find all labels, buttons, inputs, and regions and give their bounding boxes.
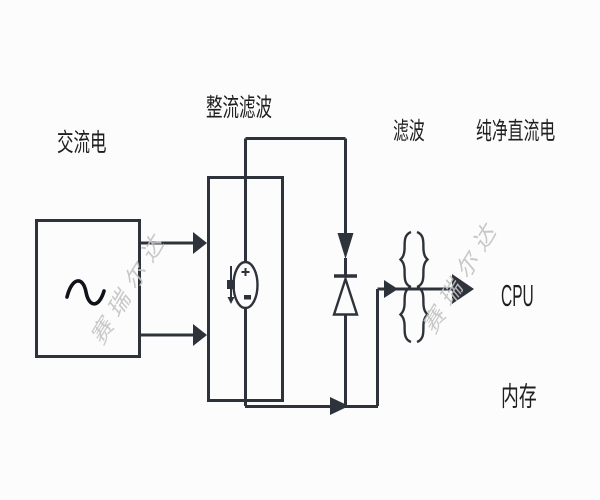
arrow-ac-to-rectifier-bottom (140, 324, 207, 346)
label-memory: 内存 (501, 382, 537, 412)
electrolytic-capacitor-icon (227, 260, 259, 310)
arrow-into-filter (377, 280, 398, 298)
label-filter: 滤波 (393, 118, 425, 145)
arrow-to-cpu (452, 274, 474, 304)
diode-icon (332, 233, 359, 406)
label-cpu: CPU (501, 278, 534, 313)
label-ac-power: 交流电 (57, 129, 107, 157)
label-pure-dc: 纯净直流电 (476, 118, 556, 145)
label-rectifier-filter: 整流滤波 (206, 94, 273, 122)
sine-wave-icon (65, 279, 106, 306)
filter-coil-icon (398, 230, 430, 344)
bottom-return-wire (245, 397, 378, 415)
arrow-ac-to-rectifier-top (140, 232, 207, 254)
top-bypass-wire (244, 137, 347, 264)
ac-source-box (35, 219, 141, 358)
